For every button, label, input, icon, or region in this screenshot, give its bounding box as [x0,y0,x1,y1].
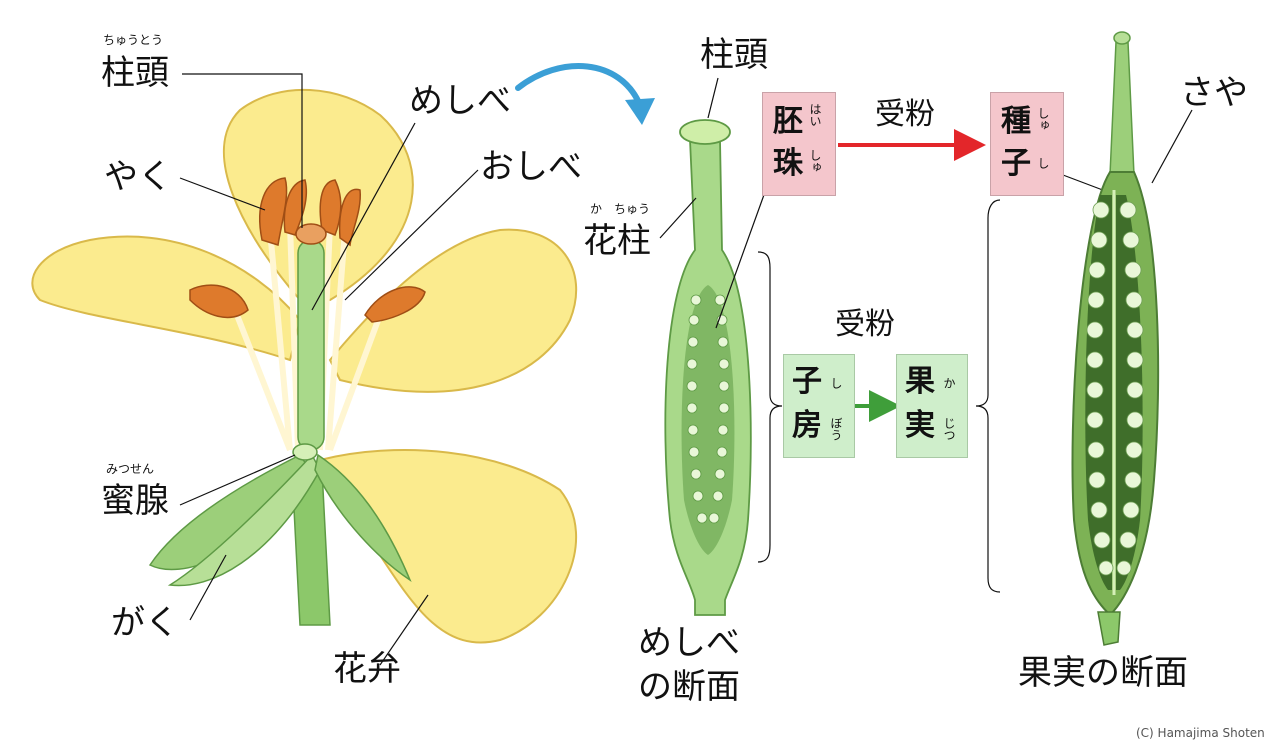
pistil-section-title-1: めしべ [638,623,740,663]
flower [31,88,578,644]
flower-nectary [292,443,318,461]
flower-pistil [297,239,325,451]
label-anther: やく [104,157,172,197]
pod-beak [1109,41,1135,176]
ovule-kanji-2: 珠 [773,146,803,181]
seed-kanji-2: 子 [1001,146,1031,181]
pollination-label-top: 受粉 [875,97,935,132]
seed-ruby-1: しゅ [1036,107,1050,131]
flower-leader-lines [179,73,479,666]
section-label-stigma: 柱頭 [700,35,768,75]
pod-tip [1113,31,1131,45]
fruit-kanji-1: 果 [905,364,935,399]
label-stigma: 柱頭 [101,53,169,93]
ovule-kanji-1: 胚 [773,104,803,139]
fruit-leader-lines [975,109,1193,593]
seed-box: 種 子 しゅ し [990,92,1064,196]
sepal-2 [167,453,321,587]
blue-arrow [515,63,643,108]
label-sepal: がく [111,603,179,643]
pistil-section-ovary-cavity [681,285,735,555]
petal-left [31,235,302,362]
pistil-section-stigma [679,119,731,145]
label-petal: 花弁 [333,649,401,689]
pistil-section-title-2: の断面 [638,667,740,707]
fruit-box: 果 実 か じつ [896,354,968,458]
pistil-leader-lines [659,77,783,563]
pistil-section [664,119,752,616]
pod-seeds [1086,201,1144,576]
fruit-ruby-2: じつ [942,417,956,441]
stamen-filaments [232,224,383,452]
ovary-ruby-2: ぼう [829,417,843,441]
fruit-brace [975,199,1001,593]
flower-stigma [295,223,327,245]
style-ruby: か ちゅう [590,202,651,216]
ovule-ruby-2: しゅ [808,149,822,173]
fruit-kanji-2: 実 [905,408,935,443]
pistil-ovules [686,294,730,524]
fruit-section-title: 果実の断面 [1018,653,1188,693]
ovary-brace [757,251,783,563]
ovule-box: 胚 珠 はい しゅ [762,92,836,196]
blue-arrow-head [625,98,655,125]
sepal-3 [314,453,412,582]
label-pod: さや [1180,73,1248,113]
fruit-pod [1071,31,1160,646]
petal-lower-right [318,449,578,644]
pollination-label-mid: 受粉 [835,307,895,342]
label-pistil: めしべ [409,81,511,121]
seed-kanji-1: 種 [1001,104,1031,139]
ovary-kanji-1: 子 [792,364,822,399]
fruit-ruby-1: か [942,377,956,389]
anthers [189,177,426,323]
ovule-ruby-1: はい [808,103,822,127]
nectary-ruby: みつせん [106,462,155,476]
pod-stalk [1097,611,1121,646]
ovary-box: 子 房 し ぼう [783,354,855,458]
credit-text: (C) Hamajima Shoten [1136,726,1265,740]
petal-right [328,228,578,393]
stigma-ruby: ちゅうとう [103,33,164,47]
label-stamen: おしべ [480,147,582,187]
ovary-kanji-2: 房 [792,408,822,443]
seed-ruby-2: し [1036,157,1050,169]
section-label-style: 花柱 [583,221,651,261]
ovary-ruby-1: し [829,377,843,389]
label-nectary: 蜜腺 [101,481,169,521]
